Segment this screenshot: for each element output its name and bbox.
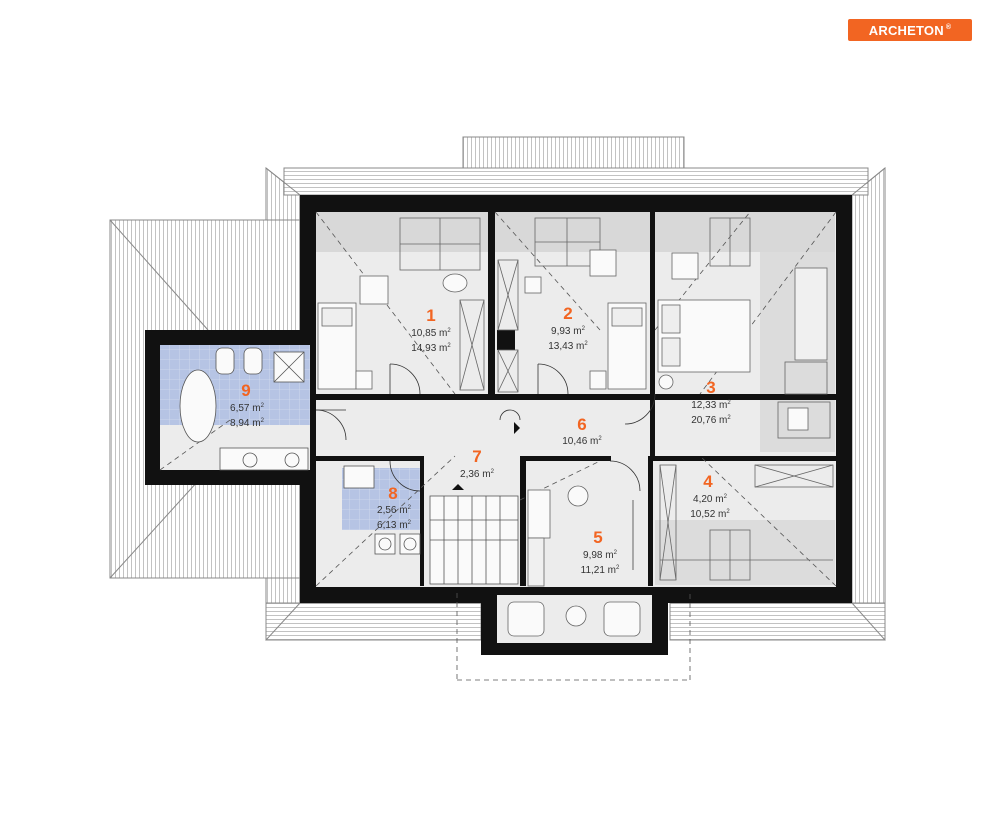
bidet (243, 347, 263, 375)
armchair-room-2 (589, 249, 617, 277)
room-1-unit-exp-2: 2 (447, 343, 451, 349)
room-labels: 1 10,85 m2 14,93 m2 2 9,93 m2 13,43 m2 3… (230, 304, 731, 576)
room-3-area-floor: 12,33 m (691, 400, 727, 411)
room-9-area-floor: 6,57 m (230, 403, 261, 414)
toilet (215, 347, 235, 375)
roof-right-slope (851, 166, 886, 641)
slope-lines (159, 211, 837, 681)
room-2-number: 2 (563, 304, 572, 323)
svg-text:12,33 m2: 12,33 m2 (691, 400, 731, 411)
room-1-label: 1 10,85 m2 14,93 m2 (411, 306, 451, 354)
room-9-unit-exp-2: 2 (261, 418, 265, 424)
room-2-unit-exp: 2 (582, 326, 586, 332)
room-1-area-total: 14,93 m (411, 343, 447, 354)
room-5-area-floor: 9,98 m (583, 550, 614, 561)
room-4-area-total: 10,52 m (690, 509, 726, 520)
room-1-furniture (317, 217, 485, 391)
svg-text:11,21 m2: 11,21 m2 (581, 565, 620, 576)
svg-text:6,57 m2: 6,57 m2 (230, 403, 265, 414)
svg-text:2,36 m2: 2,36 m2 (460, 469, 495, 480)
room-4-label: 4 4,20 m2 10,52 m2 (690, 472, 730, 520)
svg-text:8,94 m2: 8,94 m2 (230, 418, 265, 429)
room-9-area-total: 8,94 m (230, 418, 261, 429)
room-2-area-floor: 9,93 m (551, 326, 582, 337)
room-8-unit-exp: 2 (408, 505, 412, 511)
armchair-room-3 (671, 252, 699, 280)
room-6-number: 6 (577, 415, 586, 434)
room-4-number: 4 (703, 472, 713, 491)
room-5-number: 5 (593, 528, 602, 547)
room-6-unit-exp: 2 (598, 436, 602, 442)
svg-text:9,93 m2: 9,93 m2 (551, 326, 586, 337)
armchair-room-1 (359, 275, 389, 305)
room-1-number: 1 (426, 306, 435, 325)
room-9-unit-exp: 2 (261, 403, 265, 409)
room-5-unit-exp: 2 (614, 550, 618, 556)
room-7-area-floor: 2,36 m (460, 469, 491, 480)
roof-bottom-right-slope (669, 602, 886, 641)
room-1-unit-exp: 2 (447, 328, 451, 334)
svg-text:10,46 m2: 10,46 m2 (562, 436, 602, 447)
stairs (429, 484, 519, 585)
room-4-furniture (659, 464, 834, 581)
room-3-label: 3 12,33 m2 20,76 m2 (691, 378, 731, 426)
interior-walls (310, 212, 836, 586)
roof-top-slope (283, 167, 869, 196)
room-4-unit-exp-2: 2 (726, 509, 730, 515)
svg-text:6,13 m2: 6,13 m2 (377, 520, 412, 531)
logo-text: ARCHETON (868, 22, 944, 38)
room-2-furniture (497, 217, 647, 393)
svg-text:13,43 m2: 13,43 m2 (548, 341, 588, 352)
doors (315, 363, 656, 492)
laundry-8-fixtures (343, 465, 421, 555)
logo-registered-mark: ® (945, 23, 952, 31)
room-8-number: 8 (388, 484, 397, 503)
room-7-unit-exp: 2 (491, 469, 495, 475)
room-3-unit-exp-2: 2 (727, 415, 731, 421)
room-3-number: 3 (706, 378, 715, 397)
bathtub (179, 369, 217, 443)
room-9-label: 9 6,57 m2 8,94 m2 (230, 381, 265, 429)
svg-text:9,98 m2: 9,98 m2 (583, 550, 618, 561)
archeton-logo: ARCHETON® (848, 19, 972, 41)
room-2-label: 2 9,93 m2 13,43 m2 (548, 304, 588, 352)
svg-text:4,20 m2: 4,20 m2 (693, 494, 728, 505)
svg-text:10,52 m2: 10,52 m2 (690, 509, 730, 520)
room-6-label: 6 10,46 m2 (562, 415, 602, 447)
double-sink (219, 447, 309, 471)
laundry-sink (343, 465, 375, 489)
room-1-area-floor: 10,85 m (411, 328, 447, 339)
room-4-unit-exp: 2 (724, 494, 728, 500)
svg-text:14,93 m2: 14,93 m2 (411, 343, 451, 354)
svg-text:10,85 m2: 10,85 m2 (411, 328, 451, 339)
bathroom-9-fixtures (179, 347, 309, 471)
room-3-unit-exp: 2 (727, 400, 731, 406)
room-3-area-total: 20,76 m (691, 415, 727, 426)
room-8-area-total: 6,13 m (377, 520, 408, 531)
svg-text:2,56 m2: 2,56 m2 (377, 505, 412, 516)
room-7-number: 7 (472, 447, 481, 466)
room-7-label: 7 2,36 m2 (460, 447, 495, 480)
room-8-area-floor: 2,56 m (377, 505, 408, 516)
room-9-number: 9 (241, 381, 250, 400)
svg-text:20,76 m2: 20,76 m2 (691, 415, 731, 426)
room-2-area-total: 13,43 m (548, 341, 584, 352)
room-8-unit-exp-2: 2 (408, 520, 412, 526)
room-6-area-floor: 10,46 m (562, 436, 598, 447)
room-5-unit-exp-2: 2 (616, 565, 620, 571)
room-8-label: 8 2,56 m2 6,13 m2 (377, 484, 412, 531)
room-2-unit-exp-2: 2 (584, 341, 588, 347)
room-5-furniture (507, 485, 641, 637)
room-5-label: 5 9,98 m2 11,21 m2 (581, 528, 620, 576)
roof-bottom-left-slope (265, 602, 482, 641)
room-3-furniture (657, 217, 831, 439)
room-5-area-total: 11,21 m (581, 565, 616, 576)
room-4-area-floor: 4,20 m (693, 494, 724, 505)
